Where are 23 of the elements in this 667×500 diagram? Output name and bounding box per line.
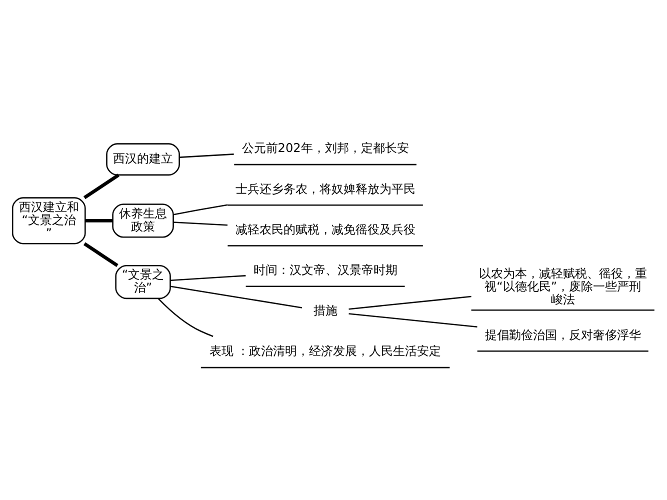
node-text: 公元前202年，刘邦，定都长安	[242, 140, 409, 155]
node-box: 西汉建立和“文景之治”	[12, 196, 86, 244]
connector	[173, 204, 228, 215]
node-text: 时间：汉文帝、汉景帝时期	[253, 262, 398, 276]
node-text: 提倡勤俭治国，反对奢侈浮华	[484, 327, 641, 342]
connector	[170, 285, 302, 308]
connector	[348, 312, 478, 328]
connector	[83, 173, 120, 199]
connector	[158, 298, 214, 336]
connector	[170, 274, 246, 281]
node-text: 措施	[313, 303, 338, 318]
node-box: 西汉的建立	[106, 142, 180, 176]
connector	[85, 218, 113, 222]
node-text: 减轻农民的赋税，减免徭役及兵役	[235, 222, 416, 236]
connector	[348, 295, 472, 310]
node-text: 表现 ：政治清明，经济发展，人民生活安定	[209, 344, 442, 358]
node-text: 士兵还乡务农，将奴婢释放为平民	[235, 181, 416, 196]
node-box: 休养生息政策	[112, 203, 174, 238]
connector	[180, 153, 234, 158]
connector	[173, 221, 228, 226]
node-box: “文景之治”	[115, 264, 171, 299]
connector	[83, 242, 118, 267]
node-text: 以农为本，减轻赋税、徭役，重视“以德化民”，废除一些严刑峻法	[478, 266, 647, 306]
